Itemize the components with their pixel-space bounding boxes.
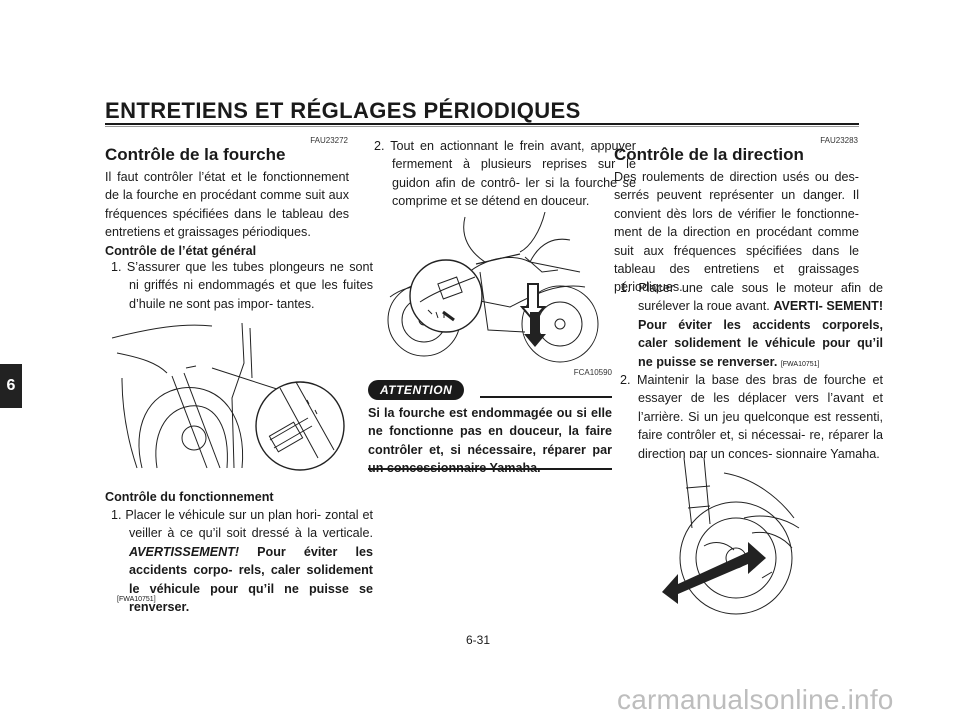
steering-check-illustration	[644, 458, 816, 616]
movement-arrow	[662, 542, 766, 604]
steering-step-1-warning-label: AVERTI- SEMENT!	[773, 299, 884, 314]
chapter-tab: 6	[0, 364, 22, 408]
page-header-title: ENTRETIENS ET RÉGLAGES PÉRIODIQUES	[105, 98, 581, 123]
section-code-fork: FAU23272	[310, 136, 348, 145]
header-rule	[105, 123, 859, 125]
operation-step-1-warning-label: AVERTISSEMENT!	[129, 544, 240, 559]
press-arrow-small	[442, 310, 455, 322]
attention-text: Si la fourche est endommagée ou si elle …	[368, 406, 612, 475]
steering-step-1: 1. Placer une cale sous le moteur afin d…	[614, 279, 883, 374]
steering-intro-paragraph: Des roulements de direction usés ou des-…	[614, 170, 859, 295]
down-arrow	[524, 312, 546, 347]
attention-bottom-rule	[368, 468, 612, 470]
subsection-general-condition: Contrôle de l’état général	[105, 244, 257, 258]
motorcycle-handlebar-illustration	[380, 212, 612, 374]
steering-step-2: 2. Maintenir la base des bras de fourche…	[620, 373, 883, 461]
operation-step-1-warning-text: Pour éviter les accidents corpo- rels, c…	[129, 544, 373, 615]
section-code-steering: FAU23283	[820, 136, 858, 145]
fork-tube-illustration	[112, 318, 346, 474]
warning-code-right: [FWA10751]	[780, 360, 820, 368]
operation-check-step-1: 1. Placer le véhicule sur un plan hori- …	[105, 506, 373, 616]
section-title-fork: Contrôle de la fourche	[105, 145, 286, 164]
subsection-operation-check: Contrôle du fonctionnement	[105, 490, 274, 504]
operation-step-1-text: 1. Placer le véhicule sur un plan hori- …	[111, 508, 373, 541]
warning-code-left: [FWA10751]	[117, 596, 156, 603]
operation-check-step-2: 2. Tout en actionnant le frein avant, ap…	[374, 139, 636, 209]
attention-top-rule	[480, 396, 612, 398]
section-title-steering: Contrôle de la direction	[614, 145, 804, 164]
header-rule-secondary	[105, 126, 859, 127]
figure-code-middle: FCA10590	[573, 368, 612, 377]
steering-step-1-warning-text: Pour éviter les accidents corporels, cal…	[638, 317, 883, 369]
magnified-brake-lever-circle	[409, 259, 483, 333]
fork-intro-paragraph: Il faut contrôler l’état et le fonctionn…	[105, 170, 349, 240]
page-number: 6-31	[466, 633, 491, 647]
attention-badge: ATTENTION	[368, 380, 465, 400]
watermark: carmanualsonline.info	[617, 684, 894, 715]
magnified-detail-circle	[255, 381, 345, 471]
general-condition-step-1: 1. S’assurer que les tubes plongeurs ne …	[111, 260, 373, 311]
steering-step-1-text: 1. Placer une cale sous le moteur afin d…	[620, 281, 883, 314]
